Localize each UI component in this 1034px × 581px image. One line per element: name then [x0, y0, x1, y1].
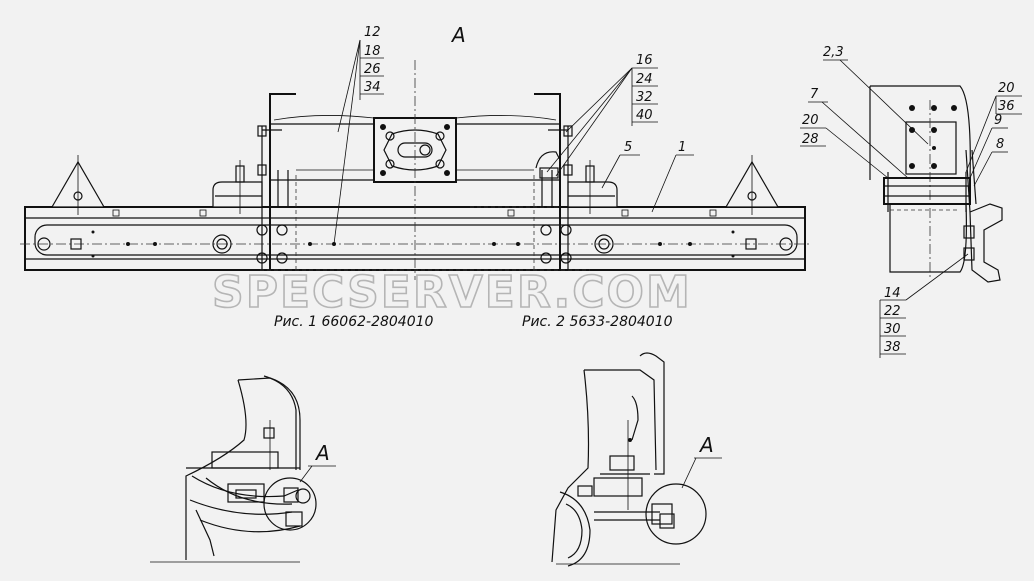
figure-caption-1: Рис. 1 66062-2804010 — [274, 314, 434, 330]
bumper-assembly-view — [20, 60, 810, 280]
callout-20-28: 20 28 — [800, 113, 889, 179]
callout-label: 28 — [802, 132, 819, 147]
callout-5: 5 — [601, 140, 640, 189]
callout-label: 9 — [994, 113, 1002, 128]
callout-label: 26 — [364, 62, 381, 77]
truck-front-detail-left — [150, 375, 336, 563]
truck-front-detail-right — [551, 352, 722, 567]
callout-label: 38 — [884, 340, 901, 355]
callout-label: 1 — [678, 140, 686, 155]
callout-label: 36 — [998, 99, 1015, 114]
callout-label: 18 — [364, 44, 381, 59]
callout-label: 2,3 — [823, 45, 844, 60]
callout-label: 40 — [636, 108, 653, 123]
watermark: SPECSERVER.COM — [212, 267, 692, 318]
callout-12: 12 18 26 34 — [333, 25, 384, 245]
callout-label: 7 — [810, 87, 819, 102]
callout-label: 5 — [624, 140, 632, 155]
detail-label-left: A — [314, 441, 330, 465]
callout-2-3: 2,3 — [823, 45, 929, 145]
callout-7: 7 — [808, 87, 909, 179]
callout-14: 14 22 30 38 — [879, 253, 969, 358]
callout-9: 9 — [969, 113, 1008, 179]
view-label: A — [450, 23, 466, 47]
callout-label: 20 — [802, 113, 819, 128]
callout-1: 1 — [651, 140, 694, 213]
callout-16: 16 24 32 40 — [546, 53, 658, 177]
figure-caption-2: Рис. 2 5633-2804010 — [522, 314, 673, 330]
callout-label: 12 — [364, 25, 381, 40]
callout-20-36: 20 36 — [965, 81, 1022, 173]
detail-label-right: A — [698, 433, 714, 457]
callout-label: 24 — [636, 72, 653, 87]
callout-label: 14 — [884, 286, 901, 301]
callout-label: 32 — [636, 90, 653, 105]
callout-label: 20 — [998, 81, 1015, 96]
callout-label: 22 — [884, 304, 901, 319]
callout-label: 16 — [636, 53, 653, 68]
callout-label: 30 — [884, 322, 901, 337]
callout-8: 8 — [973, 137, 1008, 187]
callout-label: 34 — [364, 80, 381, 95]
callout-label: 8 — [996, 137, 1004, 152]
side-section-view — [869, 85, 1003, 283]
